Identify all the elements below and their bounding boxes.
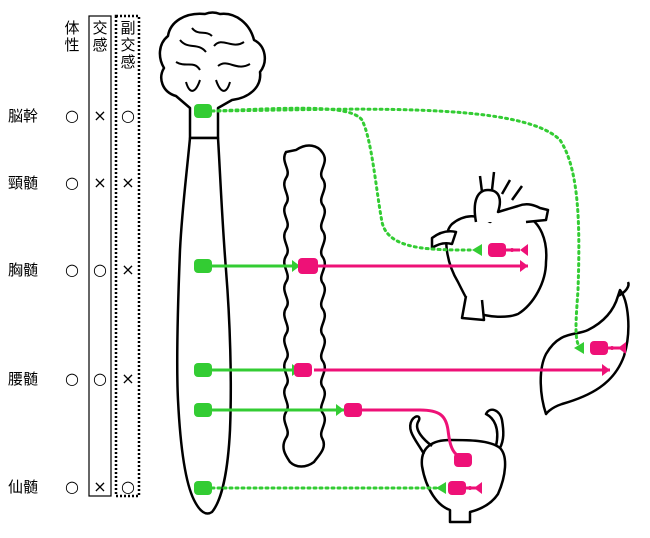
stomach-ganglion [590,341,608,355]
parasympathetic-column-frame [114,14,141,498]
sympathetic-column-frame [88,15,112,497]
header-parasympathetic: 副 交 感 [119,20,137,71]
sympathetic-trunk-outline [282,144,327,468]
bladder-sympathetic-ganglion [344,403,362,417]
mark-sacral-parasympathetic: ○ [121,477,135,496]
mark-thoracic-parasympathetic: × [121,260,135,279]
sacral-nucleus [194,481,212,495]
bladder-upper-ganglion [454,453,472,467]
header-somatic: 体 性 [63,20,81,54]
heart-ganglion [488,243,506,257]
parasympathetic-pathways [210,106,582,490]
heart-dot [510,248,514,252]
vagus-to-stomach [210,107,582,350]
vagus-to-heart [210,106,474,252]
header-somatic-char-2: 性 [64,36,80,54]
lumbar-nucleus-upper [194,363,212,377]
stomach-inner-terminal [618,342,626,354]
chain-green-terminal-thoracic [292,260,300,272]
heart-vessels [478,171,524,201]
mark-lumbar-somatic: ○ [65,369,79,388]
heart-bottom-vessel [460,295,486,322]
stomach-body [539,288,630,416]
header-parasympathetic-char-3: 感 [120,53,136,71]
row-label-brainstem: 脳幹 [8,107,39,125]
mark-thoracic-sympathetic: ○ [93,260,107,279]
mark-lumbar-sympathetic: ○ [93,369,107,388]
header-sympathetic-char-1: 交 [92,19,108,37]
stomach-pink-terminal [602,364,610,376]
green-nuclei [194,104,584,495]
bladder-body [420,438,507,524]
row-label-lumbar: 腰髄 [8,370,39,388]
mark-brainstem-somatic: ○ [65,106,79,125]
mark-cervical-somatic: ○ [65,173,79,192]
bladder-inner-terminal [474,482,482,494]
stomach-green-terminal [574,342,584,354]
mark-sacral-sympathetic: × [93,477,107,496]
mark-thoracic-somatic: ○ [65,260,79,279]
header-somatic-char-1: 体 [64,19,80,37]
row-label-sacral: 仙髄 [8,478,39,496]
heart-inner-terminal [520,244,528,256]
right-ureter [484,408,505,449]
bladder-dot [468,486,472,490]
brain-stem-notch [185,79,231,92]
heart-aorta [473,188,550,224]
left-ureter [408,415,433,455]
bladder-green-terminal [436,482,446,494]
lumbar-chain-ganglion [294,363,312,377]
row-label-cervical: 頸髄 [8,174,39,192]
brainstem-nucleus [194,104,212,118]
header-sympathetic-char-2: 感 [92,36,108,54]
pink-ganglia [294,243,626,495]
header-sympathetic: 交 感 [91,20,109,54]
stomach-dot [610,346,614,350]
ganglion-green-terminal [336,404,344,416]
mark-cervical-sympathetic: × [93,173,107,192]
heart-left-vessel [430,230,458,250]
brain-outline [158,11,267,140]
mark-cervical-parasympathetic: × [121,173,135,192]
bladder-ganglion [448,481,466,495]
sympathetic-trunk [282,144,327,468]
heart-green-terminal [472,244,482,256]
header-parasympathetic-char-2: 交 [120,36,136,54]
row-label-thoracic: 胸髄 [8,261,39,279]
stomach [539,281,630,416]
mark-sacral-somatic: ○ [65,477,79,496]
stomach-fundus-line [617,281,630,298]
thoracic-nucleus [194,259,212,273]
spinal-cord-outline [175,136,233,515]
mark-lumbar-parasympathetic: × [121,369,135,388]
mark-brainstem-sympathetic: × [93,106,107,125]
heart-pink-terminal [520,260,528,272]
green-preganglionic [208,264,344,412]
thoracic-chain-ganglion [298,258,318,274]
mark-brainstem-parasympathetic: ○ [121,106,135,125]
lumbar-nucleus-lower [194,403,212,417]
brain-and-spinal-cord [158,11,267,515]
brain-folds [175,27,251,71]
header-parasympathetic-char-1: 副 [120,19,136,37]
